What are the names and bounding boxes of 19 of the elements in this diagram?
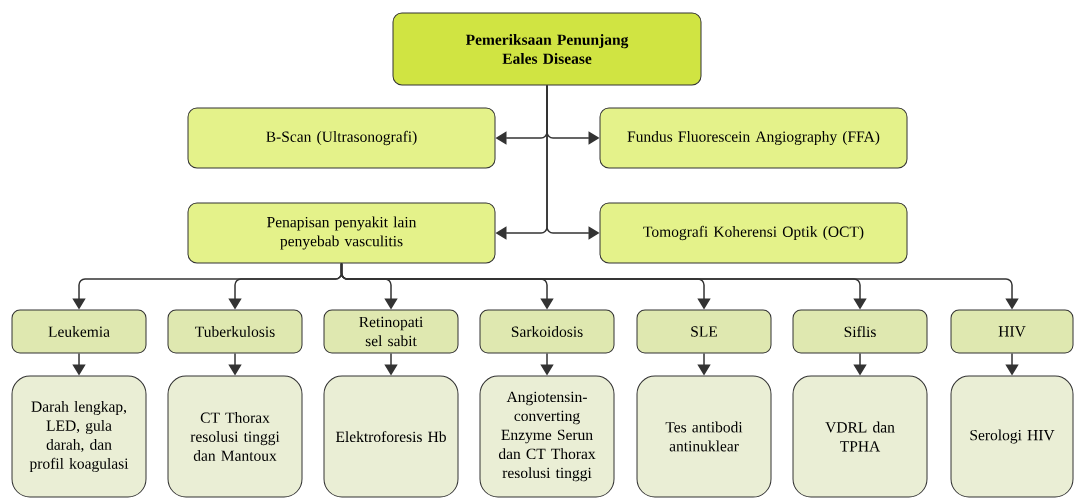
process-box: Penapisan penyakit lain penyebab vasculitis [187, 202, 496, 264]
category-box: Retinopati sel sabit [323, 309, 459, 354]
category-box: SLE [636, 309, 772, 354]
test-box: Darah lengkap, LED, gula darah, dan profil koagulasi [11, 375, 147, 498]
category-box: Siflis [792, 309, 928, 354]
test-box: Serologi HIV [950, 375, 1074, 498]
title-box: Pemeriksaan Penunjang Eales Disease [392, 12, 702, 86]
test-box: CT Thorax resolusi tinggi dan Mantoux [167, 375, 303, 498]
test-box: Elektroforesis Hb [323, 375, 459, 498]
test-box: VDRL dan TPHA [792, 375, 928, 498]
test-box: Tes antibodi antinuklear [636, 375, 772, 498]
test-box: Angiotensin-converting Enzyme Serun dan CT Thorax resolusi tinggi [479, 375, 615, 498]
category-box: Leukemia [11, 309, 147, 354]
process-box: Tomografi Koherensi Optik (OCT) [599, 202, 908, 264]
category-box: Tuberkulosis [167, 309, 303, 354]
category-box: HIV [950, 309, 1074, 354]
category-box: Sarkoidosis [479, 309, 615, 354]
process-box: B-Scan (Ultrasonografi) [187, 107, 496, 169]
process-box: Fundus Fluorescein Angiography (FFA) [599, 107, 908, 169]
